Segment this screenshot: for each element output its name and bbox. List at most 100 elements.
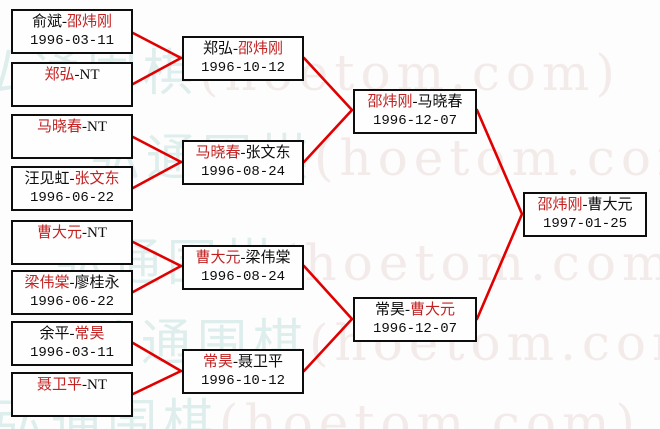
match-players: 聂卫平-NT bbox=[13, 375, 131, 395]
match-players: 常昊-聂卫平 bbox=[184, 352, 302, 372]
player-name: 邵炜刚 bbox=[537, 197, 583, 213]
match-date: 1996-06-22 bbox=[29, 294, 114, 310]
match-box-round1-3: 马晓春-NT bbox=[11, 114, 133, 159]
name-separator: - bbox=[82, 119, 87, 135]
connector-line bbox=[475, 212, 524, 321]
match-box-round2-1: 郑弘-邵炜刚 1996-10-12 bbox=[182, 36, 304, 81]
match-date: 1996-12-07 bbox=[372, 321, 457, 337]
player-name: NT bbox=[79, 67, 100, 83]
connector-line bbox=[131, 341, 183, 373]
connector-line bbox=[302, 108, 354, 164]
match-players: 曹大元-梁伟棠 bbox=[184, 248, 302, 268]
match-players: 常昊-曹大元 bbox=[355, 300, 475, 320]
player-name: 张文东 bbox=[74, 171, 120, 187]
match-players: 邵炜刚-曹大元 bbox=[525, 195, 645, 215]
match-players: 马晓春-张文东 bbox=[184, 143, 302, 163]
player-name: 郑弘 bbox=[202, 41, 233, 57]
name-separator: - bbox=[240, 250, 246, 266]
match-players: 郑弘-NT bbox=[13, 65, 131, 85]
connector-line bbox=[131, 240, 183, 268]
match-players: 汪见虹-张文东 bbox=[13, 169, 131, 189]
connector-line bbox=[302, 56, 354, 112]
player-name: NT bbox=[87, 377, 107, 393]
player-name: 曹大元 bbox=[410, 302, 456, 318]
match-date bbox=[13, 243, 131, 261]
name-separator: - bbox=[405, 302, 410, 318]
match-date: 1996-10-12 bbox=[200, 60, 285, 76]
match-box-round1-6: 梁伟棠-廖桂永 1996-06-22 bbox=[11, 270, 133, 315]
player-name: 曹大元 bbox=[195, 250, 241, 266]
name-separator: - bbox=[82, 377, 87, 393]
match-players: 俞斌-邵炜刚 bbox=[13, 12, 131, 32]
player-name: 廖桂永 bbox=[74, 275, 120, 291]
match-date: 1996-12-07 bbox=[372, 113, 457, 129]
player-name: 汪见虹 bbox=[24, 171, 70, 187]
name-separator: - bbox=[69, 326, 75, 342]
match-box-round1-8: 聂卫平-NT bbox=[11, 372, 133, 417]
player-name: 常昊 bbox=[202, 354, 233, 370]
match-box-round2-2: 马晓春-张文东 1996-08-24 bbox=[182, 140, 304, 185]
match-players: 郑弘-邵炜刚 bbox=[184, 39, 302, 59]
match-date: 1996-08-24 bbox=[200, 269, 285, 285]
player-name: 梁伟棠 bbox=[245, 250, 291, 266]
connector-line bbox=[131, 160, 183, 190]
match-box-final: 邵炜刚-曹大元 1997-01-25 bbox=[523, 192, 647, 237]
match-box-round2-4: 常昊-聂卫平 1996-10-12 bbox=[182, 349, 304, 394]
match-box-round1-4: 汪见虹-张文东 1996-06-22 bbox=[11, 166, 133, 211]
name-separator: - bbox=[233, 354, 238, 370]
player-name: NT bbox=[87, 119, 107, 135]
name-separator: - bbox=[412, 94, 418, 110]
match-players: 马晓春-NT bbox=[13, 117, 131, 137]
match-date: 1996-10-12 bbox=[200, 373, 285, 389]
watermark-latin-text: (hoetom.com) bbox=[314, 129, 660, 187]
match-box-semifinal-1: 邵炜刚-马晓春 1996-12-07 bbox=[353, 89, 477, 134]
player-name: 曹大元 bbox=[36, 225, 82, 241]
player-name: 马晓春 bbox=[36, 119, 82, 135]
name-separator: - bbox=[240, 145, 246, 161]
player-name: 梁伟棠 bbox=[24, 275, 70, 291]
connector-line bbox=[131, 135, 183, 164]
player-name: 郑弘 bbox=[44, 67, 75, 83]
match-players: 余平-常昊 bbox=[13, 324, 131, 344]
match-box-round2-3: 曹大元-梁伟棠 1996-08-24 bbox=[182, 245, 304, 290]
match-date: 1997-01-25 bbox=[542, 216, 627, 232]
player-name: 曹大元 bbox=[587, 197, 633, 213]
match-date bbox=[13, 85, 131, 103]
match-box-round1-2: 郑弘-NT bbox=[11, 62, 133, 107]
match-players: 梁伟棠-廖桂永 bbox=[13, 273, 131, 293]
player-name: 常昊 bbox=[374, 302, 405, 318]
connector-line bbox=[131, 369, 183, 396]
name-separator: - bbox=[82, 225, 87, 241]
player-name: 邵炜刚 bbox=[67, 14, 113, 30]
player-name: 余平 bbox=[39, 326, 70, 342]
player-name: 聂卫平 bbox=[36, 377, 82, 393]
connector-line bbox=[131, 56, 183, 86]
match-date: 1996-03-11 bbox=[29, 345, 114, 361]
player-name: 常昊 bbox=[74, 326, 105, 342]
match-date: 1996-06-22 bbox=[29, 190, 114, 206]
player-name: 邵炜刚 bbox=[238, 41, 284, 57]
name-separator: - bbox=[69, 171, 75, 187]
connector-line bbox=[131, 264, 183, 294]
match-date bbox=[13, 137, 131, 155]
match-box-round1-5: 曹大元-NT bbox=[11, 220, 133, 265]
match-players: 邵炜刚-马晓春 bbox=[355, 92, 475, 112]
connector-line bbox=[302, 264, 354, 321]
player-name: 张文东 bbox=[245, 145, 291, 161]
name-separator: - bbox=[69, 275, 75, 291]
match-date: 1996-08-24 bbox=[200, 164, 285, 180]
watermark-latin-text: (hoetom.com) bbox=[279, 234, 660, 292]
match-date bbox=[13, 395, 131, 413]
connector-line bbox=[475, 108, 524, 216]
player-name: NT bbox=[87, 225, 107, 241]
watermark-latin-text: (hoetom.com) bbox=[219, 394, 641, 429]
match-date: 1996-03-11 bbox=[29, 33, 114, 49]
connector-line bbox=[131, 31, 183, 60]
match-box-round1-7: 余平-常昊 1996-03-11 bbox=[11, 321, 133, 366]
name-separator: - bbox=[74, 67, 80, 83]
player-name: 邵炜刚 bbox=[367, 94, 413, 110]
connector-line bbox=[302, 317, 354, 373]
name-separator: - bbox=[62, 14, 67, 30]
